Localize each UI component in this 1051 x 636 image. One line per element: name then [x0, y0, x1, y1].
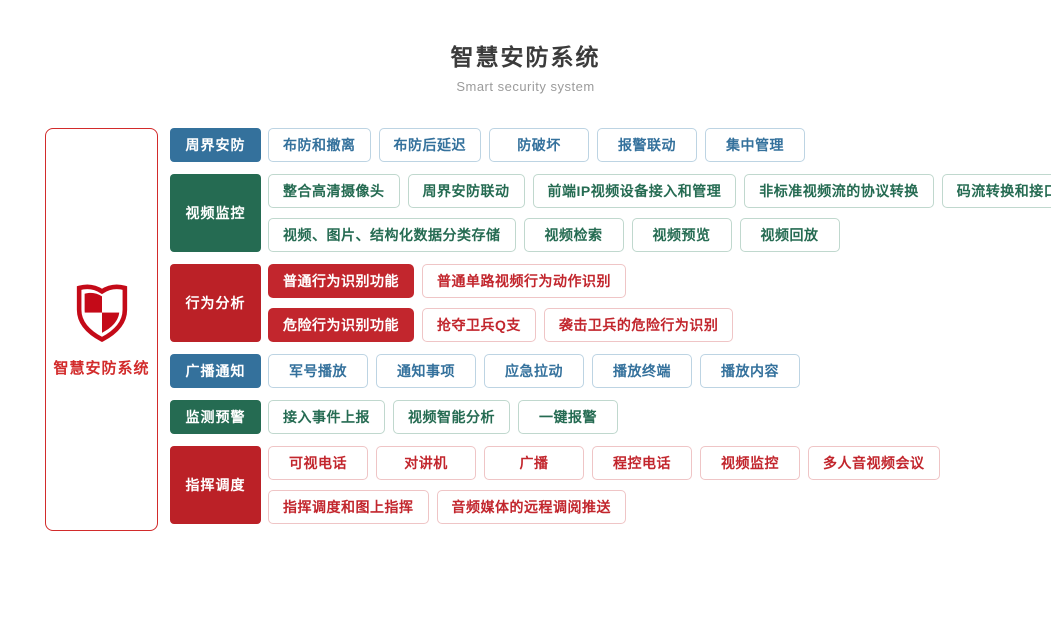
category-label: 广播通知	[170, 353, 261, 388]
main-diagram: 智慧安防系统 周界安防布防和撤离布防后延迟防破坏报警联动集中管理视频监控整合高清…	[0, 127, 1051, 531]
feature-item: 视频监控	[700, 445, 800, 480]
feature-item: 视频预览	[631, 217, 732, 252]
feature-lines: 普通行为识别功能普通单路视频行为动作识别危险行为识别功能抢夺卫兵Q支袭击卫兵的危…	[268, 263, 734, 342]
feature-item: 播放终端	[592, 353, 692, 388]
feature-item: 视频检索	[523, 217, 624, 252]
feature-item: 布防和撤离	[268, 127, 371, 162]
feature-line: 危险行为识别功能抢夺卫兵Q支袭击卫兵的危险行为识别	[268, 307, 734, 342]
category-label: 周界安防	[170, 127, 261, 162]
feature-item: 普通行为识别功能	[268, 263, 414, 298]
feature-item: 播放内容	[700, 353, 800, 388]
feature-line: 布防和撤离布防后延迟防破坏报警联动集中管理	[268, 127, 805, 162]
feature-item: 应急拉动	[484, 353, 584, 388]
feature-lines: 整合高清摄像头周界安防联动前端IP视频设备接入和管理非标准视频流的协议转换码流转…	[268, 173, 1051, 252]
feature-lines: 可视电话对讲机广播程控电话视频监控多人音视频会议指挥调度和图上指挥音频媒体的远程…	[268, 445, 940, 524]
feature-item: 指挥调度和图上指挥	[268, 489, 429, 524]
feature-lines: 接入事件上报视频智能分析一键报警	[268, 399, 618, 434]
feature-item: 视频、图片、结构化数据分类存储	[268, 217, 516, 252]
feature-item: 对讲机	[376, 445, 476, 480]
rows: 周界安防布防和撤离布防后延迟防破坏报警联动集中管理视频监控整合高清摄像头周界安防…	[170, 127, 1051, 524]
feature-item: 非标准视频流的协议转换	[744, 173, 934, 208]
header: 智慧安防系统 Smart security system	[0, 0, 1051, 94]
feature-item: 码流转换和接口转换	[941, 173, 1051, 208]
feature-row: 行为分析普通行为识别功能普通单路视频行为动作识别危险行为识别功能抢夺卫兵Q支袭击…	[170, 263, 1051, 342]
feature-item: 视频智能分析	[393, 399, 510, 434]
page-subtitle: Smart security system	[456, 78, 595, 94]
feature-line: 军号播放通知事项应急拉动播放终端播放内容	[268, 353, 800, 388]
feature-item: 广播	[484, 445, 584, 480]
feature-row: 周界安防布防和撤离布防后延迟防破坏报警联动集中管理	[170, 127, 1051, 162]
category-label: 行为分析	[170, 263, 261, 342]
system-root-label: 智慧安防系统	[53, 360, 150, 378]
feature-row: 广播通知军号播放通知事项应急拉动播放终端播放内容	[170, 353, 1051, 388]
feature-item: 多人音视频会议	[808, 445, 940, 480]
feature-row: 监测预警接入事件上报视频智能分析一键报警	[170, 399, 1051, 434]
category-label: 监测预警	[170, 399, 261, 434]
feature-item: 周界安防联动	[407, 173, 525, 208]
feature-item: 普通单路视频行为动作识别	[422, 263, 626, 298]
feature-line: 普通行为识别功能普通单路视频行为动作识别	[268, 263, 733, 298]
shield-icon	[76, 284, 127, 343]
feature-item: 集中管理	[705, 127, 805, 162]
feature-item: 视频回放	[739, 217, 840, 252]
feature-line: 指挥调度和图上指挥音频媒体的远程调阅推送	[268, 489, 940, 524]
feature-item: 袭击卫兵的危险行为识别	[543, 307, 734, 342]
feature-lines: 布防和撤离布防后延迟防破坏报警联动集中管理	[268, 127, 805, 162]
feature-item: 可视电话	[268, 445, 368, 480]
feature-item: 抢夺卫兵Q支	[422, 307, 536, 342]
page-title: 智慧安防系统	[450, 44, 601, 70]
feature-row: 视频监控整合高清摄像头周界安防联动前端IP视频设备接入和管理非标准视频流的协议转…	[170, 173, 1051, 252]
feature-item: 危险行为识别功能	[268, 307, 414, 342]
category-label: 视频监控	[170, 173, 261, 252]
feature-item: 布防后延迟	[378, 127, 481, 162]
feature-lines: 军号播放通知事项应急拉动播放终端播放内容	[268, 353, 800, 388]
feature-item: 一键报警	[518, 399, 618, 434]
feature-line: 接入事件上报视频智能分析一键报警	[268, 399, 618, 434]
feature-item: 防破坏	[489, 127, 589, 162]
feature-row: 指挥调度可视电话对讲机广播程控电话视频监控多人音视频会议指挥调度和图上指挥音频媒…	[170, 445, 1051, 524]
feature-item: 军号播放	[268, 353, 368, 388]
system-root-panel: 智慧安防系统	[45, 127, 158, 531]
feature-item: 报警联动	[597, 127, 697, 162]
feature-item: 音频媒体的远程调阅推送	[436, 489, 626, 524]
feature-item: 整合高清摄像头	[268, 173, 400, 208]
feature-item: 接入事件上报	[268, 399, 385, 434]
feature-line: 整合高清摄像头周界安防联动前端IP视频设备接入和管理非标准视频流的协议转换码流转…	[268, 173, 1051, 208]
feature-item: 程控电话	[592, 445, 692, 480]
feature-item: 通知事项	[376, 353, 476, 388]
feature-line: 视频、图片、结构化数据分类存储视频检索视频预览视频回放	[268, 217, 1051, 252]
feature-line: 可视电话对讲机广播程控电话视频监控多人音视频会议	[268, 445, 940, 480]
category-label: 指挥调度	[170, 445, 261, 524]
feature-item: 前端IP视频设备接入和管理	[532, 173, 737, 208]
